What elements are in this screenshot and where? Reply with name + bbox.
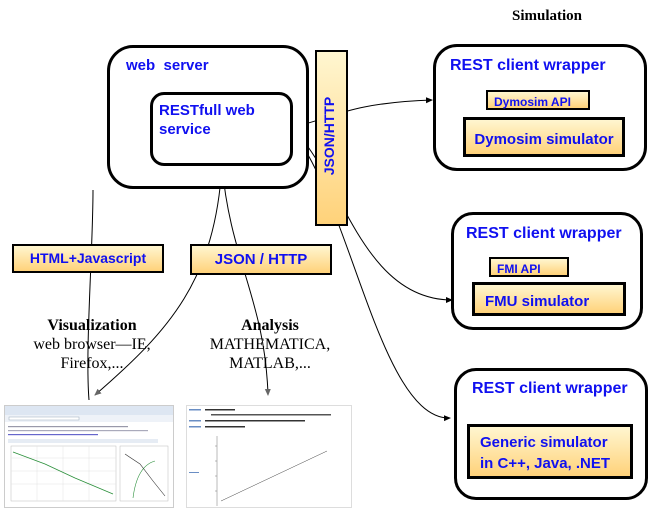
json-http-box: JSON / HTTP bbox=[190, 244, 332, 275]
generic-simulator-box: Generic simulator in C++, Java, .NET bbox=[467, 424, 633, 479]
link-service-to-analysis bbox=[221, 164, 271, 396]
restful-service-box bbox=[150, 92, 293, 166]
dymosim-simulator-box: Dymosim simulator bbox=[463, 117, 625, 157]
generic-wrapper-title: REST client wrapper bbox=[472, 380, 628, 397]
analysis-screenshot-image bbox=[189, 409, 331, 506]
browser-screenshot-image bbox=[5, 406, 173, 502]
analysis-heading: Analysis bbox=[241, 317, 299, 334]
analysis-line1: MATHEMATICA, bbox=[209, 336, 331, 353]
visualization-line2: Firefox,... bbox=[60, 355, 124, 372]
link-to-dymosim bbox=[291, 97, 433, 128]
restful-service-label: RESTfull web service bbox=[159, 102, 255, 138]
link-to-generic bbox=[291, 130, 451, 422]
fmu-simulator-box: FMU simulator bbox=[472, 282, 626, 316]
analysis-screenshot bbox=[186, 405, 352, 508]
link-service-to-browser bbox=[94, 164, 223, 396]
dymosim-api-box: Dymosim API bbox=[486, 90, 590, 110]
json-http-vertical-label: JSON/HTTP bbox=[321, 96, 337, 176]
dymosim-wrapper-title: REST client wrapper bbox=[450, 57, 606, 74]
json-http-vertical-box bbox=[315, 50, 348, 226]
browser-screenshot bbox=[4, 405, 174, 508]
generic-simulator-line1: Generic simulator bbox=[480, 434, 608, 451]
web-server-label: web server bbox=[126, 57, 209, 74]
analysis-text: Analysis MATHEMATICA, MATLAB,... bbox=[205, 316, 335, 373]
visualization-line1: web browser—IE, bbox=[33, 336, 151, 353]
analysis-line2: MATLAB,... bbox=[229, 355, 311, 372]
link-server-to-browser bbox=[87, 189, 94, 401]
generic-simulator-line2: in C++, Java, .NET bbox=[480, 455, 611, 472]
fmi-api-box: FMI API bbox=[489, 257, 569, 277]
visualization-heading: Visualization bbox=[47, 317, 137, 334]
html-javascript-box: HTML+Javascript bbox=[12, 244, 164, 273]
link-to-fmu bbox=[291, 128, 453, 303]
visualization-text: Visualization web browser—IE, Firefox,..… bbox=[22, 316, 162, 373]
fmu-wrapper-title: REST client wrapper bbox=[466, 225, 622, 242]
simulation-title: Simulation bbox=[512, 8, 583, 24]
